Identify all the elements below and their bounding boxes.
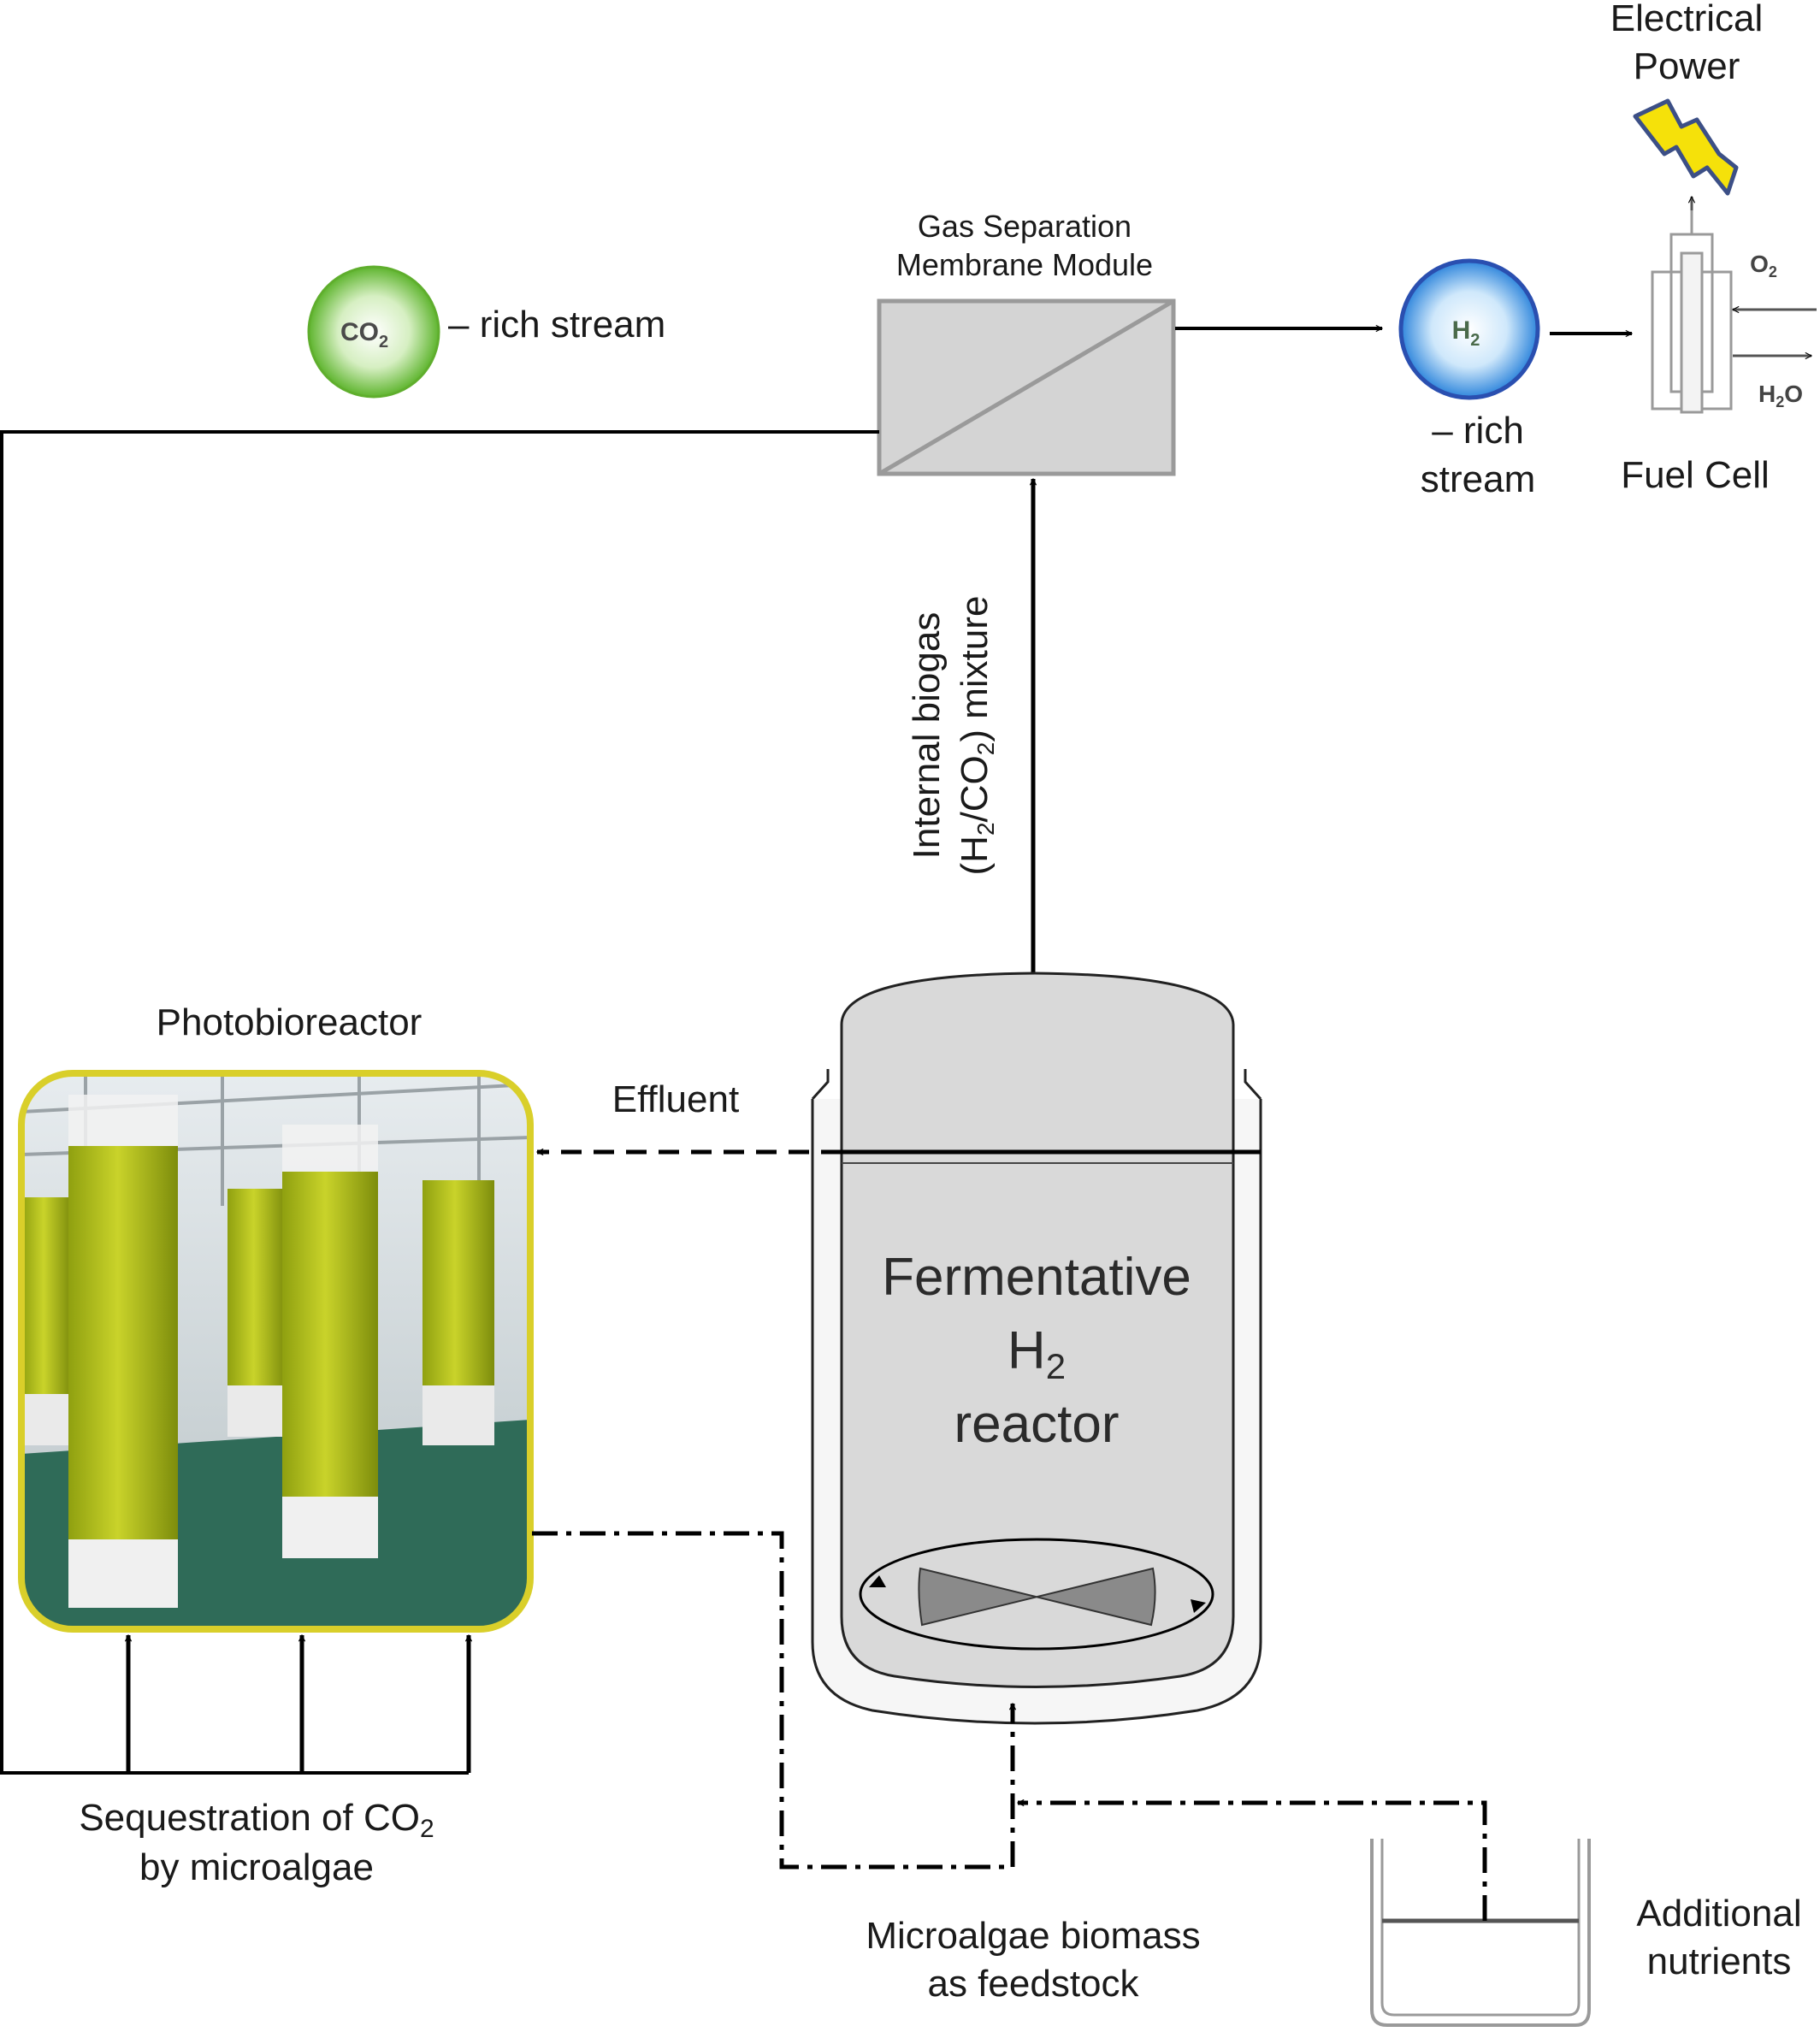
fermentative-reactor (811, 972, 1262, 1725)
photobioreactor-label: Photobioreactor (157, 1001, 422, 1043)
svg-text:CO2: CO2 (340, 318, 388, 351)
h2o-label-sub: 2 (1776, 393, 1784, 411)
electrical-power-label-line1: Electrical (1610, 0, 1764, 39)
nutrients-label-line1: Additional (1636, 1893, 1801, 1935)
biomass-label-line1: Microalgae biomass (866, 1915, 1200, 1957)
biogas-label-b: /CO (954, 755, 996, 822)
svg-text:H2: H2 (1452, 316, 1480, 350)
co2-rich-stream-label: – rich stream (448, 304, 665, 346)
lightning-bolt-icon (1633, 98, 1739, 196)
reactor-label-line3: reactor (954, 1395, 1120, 1454)
co2-bubble-sub: 2 (379, 333, 388, 351)
h2-bubble-text: H (1452, 316, 1471, 345)
biogas-label-a: (H (954, 836, 996, 875)
o2-label-sub: 2 (1769, 263, 1777, 281)
svg-text:O2: O2 (1750, 251, 1777, 281)
algae-columns-picture (21, 1073, 530, 1629)
impeller-icon (859, 1538, 1214, 1651)
svg-text:H2O: H2O (1758, 381, 1803, 411)
biogas-label-sub1: 2 (972, 822, 999, 836)
sequestration-label-line2: by microalgae (139, 1846, 374, 1888)
sequestration-label-a: Sequestration of CO (79, 1797, 420, 1839)
biogas-label-sub2: 2 (972, 742, 999, 756)
photobioreactor-frame (18, 1070, 534, 1633)
fuel-cell-icon (1651, 200, 1733, 414)
membrane-module (877, 298, 1176, 476)
h2-rich-stream-label-line2: stream (1421, 458, 1535, 500)
co2-bubble-text: CO (340, 318, 379, 346)
nutrients-container-icon (1370, 1839, 1591, 2027)
h2o-label: H (1758, 381, 1776, 407)
biogas-label-c: ) mixture (954, 596, 996, 742)
h2-bubble: H2 (1398, 258, 1540, 400)
gas-separation-label-line1: Gas Separation (918, 209, 1132, 244)
biomass-feed-line (532, 1531, 1013, 1870)
h2o-label-tail: O (1784, 381, 1803, 407)
h2-rich-stream-label-line1: – rich (1432, 410, 1524, 452)
reactor-label-line1: Fermentative (882, 1248, 1191, 1307)
h2-bubble-sub: 2 (1470, 331, 1480, 350)
svg-text:Sequestration of CO2: Sequestration of CO2 (79, 1797, 434, 1843)
biomass-label-line2: as feedstock (927, 1963, 1139, 2005)
nutrients-feed-line (1018, 1803, 1487, 1921)
o2-label: O (1750, 251, 1769, 277)
electrical-power-label-line2: Power (1634, 45, 1740, 87)
biogas-label-line1: Internal biogas (906, 612, 948, 859)
gas-separation-label-line2: Membrane Module (896, 247, 1153, 282)
sequestration-label-sub: 2 (420, 1815, 434, 1843)
svg-text:(H2/CO2) mixture: (H2/CO2) mixture (954, 596, 999, 876)
svg-text:H2: H2 (1008, 1321, 1066, 1386)
reactor-label-h: H (1008, 1321, 1046, 1380)
reactor-label-h-sub: 2 (1046, 1346, 1066, 1386)
co2-recycle-line (0, 430, 879, 1775)
co2-bubble: CO2 (307, 265, 440, 399)
effluent-label: Effluent (612, 1078, 739, 1120)
fuel-cell-label: Fuel Cell (1621, 454, 1770, 496)
nutrients-label-line2: nutrients (1647, 1940, 1792, 1982)
